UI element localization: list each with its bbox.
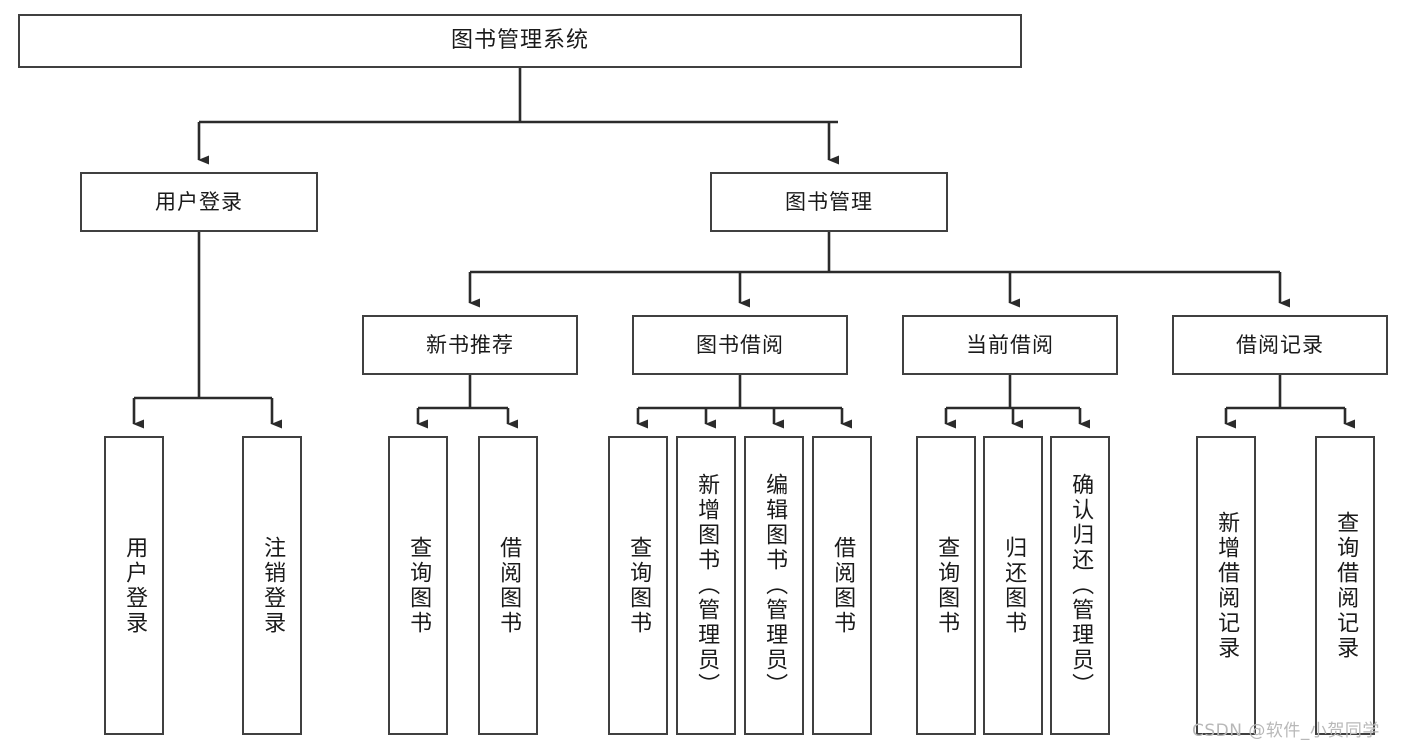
node-root-label: 图书管理系统 xyxy=(450,28,589,54)
node-leaf-query-record[interactable]: 查询借阅记录 xyxy=(1315,436,1375,735)
node-leaf-query-book-current-label: 查询图书 xyxy=(934,535,960,636)
node-leaf-add-record-label: 新增借阅记录 xyxy=(1214,510,1240,661)
node-leaf-borrow-book-label: 借阅图书 xyxy=(830,535,856,636)
node-leaf-borrow-book[interactable]: 借阅图书 xyxy=(812,436,872,735)
node-leaf-confirm-return-label: 确认归还（管理员） xyxy=(1068,473,1094,698)
node-leaf-edit-book[interactable]: 编辑图书（管理员） xyxy=(744,436,804,735)
node-current-borrow-label: 当前借阅 xyxy=(966,332,1054,357)
node-book-manage[interactable]: 图书管理 xyxy=(710,172,948,232)
node-leaf-return-book-label: 归还图书 xyxy=(1001,535,1027,636)
node-leaf-edit-book-label: 编辑图书（管理员） xyxy=(762,473,788,698)
node-borrow-record-label: 借阅记录 xyxy=(1236,332,1324,357)
node-leaf-user-login[interactable]: 用户登录 xyxy=(104,436,164,735)
node-leaf-query-book-rec-label: 查询图书 xyxy=(406,535,432,636)
node-leaf-user-logout[interactable]: 注销登录 xyxy=(242,436,302,735)
node-leaf-user-logout-label: 注销登录 xyxy=(260,535,286,636)
node-leaf-query-record-label: 查询借阅记录 xyxy=(1333,510,1359,661)
node-leaf-borrow-book-rec-label: 借阅图书 xyxy=(496,535,522,636)
node-new-book-rec[interactable]: 新书推荐 xyxy=(362,315,578,375)
node-leaf-add-book[interactable]: 新增图书（管理员） xyxy=(676,436,736,735)
node-borrow-record[interactable]: 借阅记录 xyxy=(1172,315,1388,375)
node-leaf-add-record[interactable]: 新增借阅记录 xyxy=(1196,436,1256,735)
node-user-login[interactable]: 用户登录 xyxy=(80,172,318,232)
node-new-book-rec-label: 新书推荐 xyxy=(426,332,514,357)
node-leaf-user-login-label: 用户登录 xyxy=(122,535,148,636)
node-root[interactable]: 图书管理系统 xyxy=(18,14,1022,68)
node-leaf-query-book-borrow-label: 查询图书 xyxy=(626,535,652,636)
node-book-manage-label: 图书管理 xyxy=(785,189,873,214)
node-leaf-borrow-book-rec[interactable]: 借阅图书 xyxy=(478,436,538,735)
watermark-text: CSDN @软件_小贺同学 xyxy=(1192,721,1380,741)
node-book-borrow[interactable]: 图书借阅 xyxy=(632,315,848,375)
node-leaf-confirm-return[interactable]: 确认归还（管理员） xyxy=(1050,436,1110,735)
node-leaf-query-book-current[interactable]: 查询图书 xyxy=(916,436,976,735)
node-leaf-add-book-label: 新增图书（管理员） xyxy=(694,473,720,698)
node-leaf-query-book-rec[interactable]: 查询图书 xyxy=(388,436,448,735)
node-user-login-label: 用户登录 xyxy=(155,189,243,214)
node-current-borrow[interactable]: 当前借阅 xyxy=(902,315,1118,375)
node-book-borrow-label: 图书借阅 xyxy=(696,332,784,357)
node-leaf-return-book[interactable]: 归还图书 xyxy=(983,436,1043,735)
node-leaf-query-book-borrow[interactable]: 查询图书 xyxy=(608,436,668,735)
